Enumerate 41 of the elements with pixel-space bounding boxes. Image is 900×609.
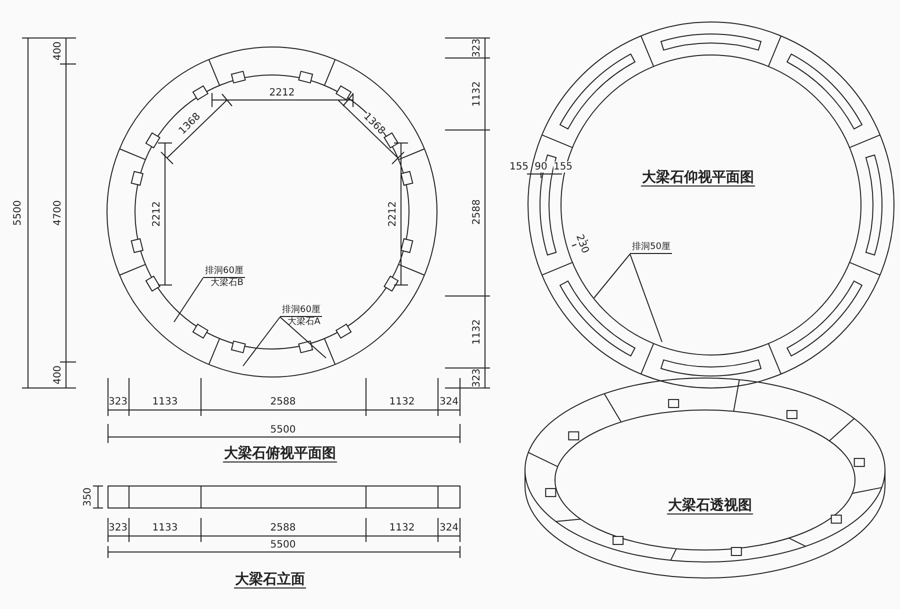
- dimension-label: 5500: [270, 424, 296, 436]
- dimension-label: 4700: [52, 200, 64, 226]
- dimension-label: 324: [439, 396, 459, 408]
- dimension-label: 350: [82, 487, 94, 507]
- dimension-label: 1132: [472, 81, 482, 107]
- dimension-label: 2212: [269, 88, 295, 98]
- leader-line: [594, 254, 630, 298]
- dimension-label: 2588: [270, 396, 296, 408]
- dimension-label: 2212: [152, 201, 162, 227]
- dimension-label: 155: [553, 162, 573, 172]
- dimension-label: 400: [52, 365, 64, 385]
- dimension-label: 1133: [152, 522, 178, 534]
- view-title: 大梁石仰视平面图: [641, 170, 755, 186]
- dimension-label: 155: [509, 162, 529, 172]
- leader-line: [630, 254, 662, 342]
- dimension-label: 2588: [270, 522, 296, 534]
- leader-line: [174, 278, 204, 322]
- dimension-label: 230: [574, 233, 590, 255]
- view-title: 大梁石透视图: [667, 498, 753, 514]
- dimension-label: 323: [472, 368, 482, 388]
- dimension-label: 2212: [388, 201, 398, 227]
- dimension-label: 400: [52, 41, 64, 61]
- dimension-label: 1133: [152, 396, 178, 408]
- dimension-label: 90: [534, 162, 548, 172]
- leader-line: [280, 316, 326, 358]
- view-title: 大梁石俯视平面图: [223, 446, 337, 462]
- dimension-label: 1132: [389, 522, 415, 534]
- leader-callout: 排洞60厘 大梁石B: [203, 266, 246, 289]
- leader-callout: 排洞60厘 大梁石A: [280, 305, 322, 328]
- dimension-label: 5500: [12, 200, 24, 226]
- dimension-label: 5500: [270, 540, 296, 550]
- dimension-label: 2588: [472, 199, 482, 225]
- leader-line: [242, 316, 280, 366]
- dimension-label: 323: [472, 38, 482, 58]
- dimension-label: 323: [108, 522, 128, 534]
- dimension-label: 1132: [389, 396, 415, 408]
- view-title: 大梁石立面: [234, 572, 306, 588]
- dimension-label: 1132: [472, 319, 482, 345]
- leader-callout: 排洞50厘: [630, 242, 672, 254]
- dimension-label: 324: [439, 522, 459, 534]
- dimension-label: 323: [108, 396, 128, 408]
